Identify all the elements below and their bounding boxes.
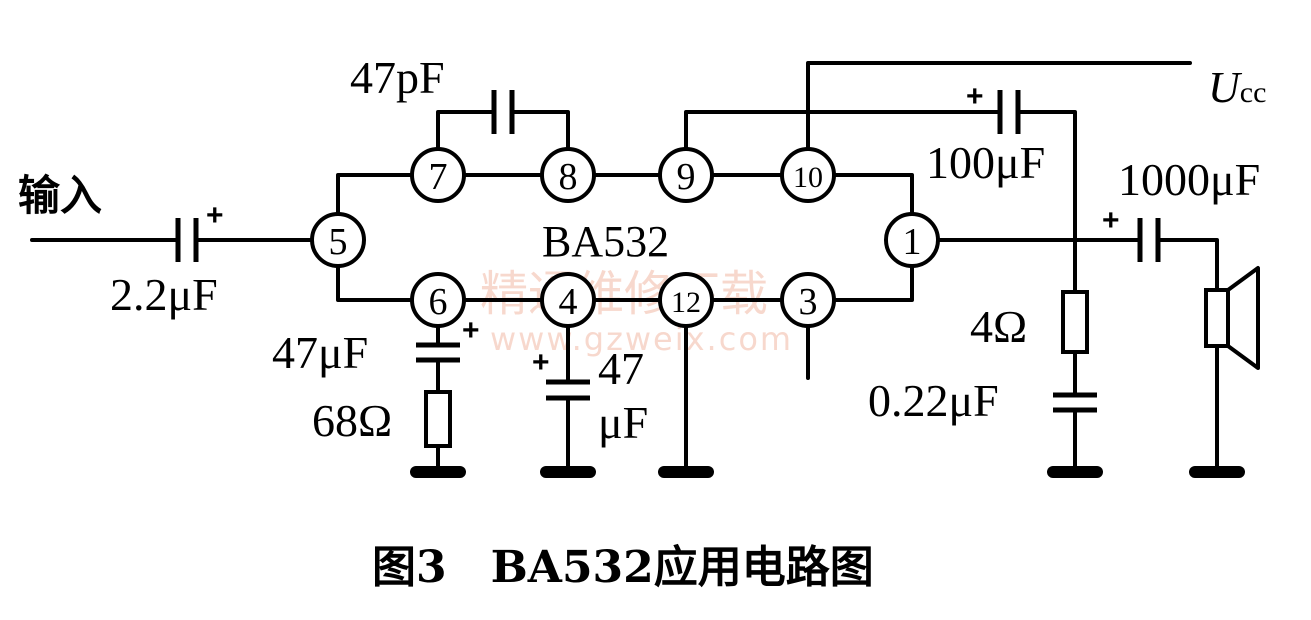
input-capacitor: [175, 218, 199, 262]
supply-label: Ucc: [1208, 63, 1266, 112]
pin-7-label: 7: [429, 156, 448, 198]
pin-3: 3: [780, 272, 836, 328]
pin6-resistor-value: 68Ω: [312, 395, 392, 446]
pin-1: 1: [884, 212, 940, 268]
output-cap-polarity: +: [1102, 204, 1120, 237]
zobel-cap-value: 0.22μF: [868, 375, 999, 426]
zobel-capacitor: [1053, 392, 1097, 413]
pin4-capacitor: [546, 379, 590, 401]
pin-9: 9: [658, 147, 714, 203]
pin-6-label: 6: [429, 281, 448, 323]
feedback-right-wire: [510, 110, 570, 151]
zobel-resistor-value: 4Ω: [970, 301, 1027, 352]
input-label: 输入: [18, 171, 102, 220]
ic-pins: 7 8 9 10 5 1 6 4: [310, 147, 940, 328]
pin6-resistor: [424, 390, 452, 448]
bootstrap-cap-polarity: +: [966, 80, 984, 113]
pin6-capacitor: [416, 342, 460, 363]
bootstrap-capacitor: [997, 90, 1021, 134]
output-capacitor: [1137, 218, 1161, 262]
ground-symbols: [410, 466, 1245, 478]
speaker-icon: [1204, 266, 1260, 370]
pin-5: 5: [310, 212, 366, 268]
bootstrap-to-output-wire: [1016, 110, 1077, 242]
pin-9-label: 9: [677, 156, 696, 198]
supply-wire: [806, 61, 1192, 151]
pin-10: 10: [780, 147, 836, 203]
feedback-cap-value: 47pF: [350, 52, 445, 103]
watermark-line1: 精通维修下载: [480, 266, 768, 322]
feedback-left-wire: [436, 110, 496, 151]
pin-4-label: 4: [559, 281, 578, 323]
pin-8: 8: [540, 147, 596, 203]
pin-7: 7: [410, 147, 466, 203]
ground-icon: [658, 466, 714, 478]
pin-10-label: 10: [793, 161, 823, 194]
ground-icon: [540, 466, 596, 478]
pin5-to-pin7-wire: [336, 173, 414, 216]
pin-5-label: 5: [329, 221, 348, 263]
pin-4: 4: [540, 272, 596, 328]
output-cap-value: 1000μF: [1118, 154, 1260, 205]
pin6-cap-value: 47μF: [272, 327, 368, 378]
pin-1-label: 1: [903, 221, 922, 263]
pin5-to-pin6-wire: [336, 264, 414, 302]
pin3-to-pin1-wire: [832, 264, 914, 302]
zobel-resistor: [1061, 290, 1089, 354]
pin-12-label: 12: [671, 286, 701, 319]
pin10-to-pin1-wire: [832, 173, 914, 216]
input-cap-value: 2.2μF: [110, 269, 218, 320]
bootstrap-cap-value: 100μF: [926, 137, 1045, 188]
ground-icon: [410, 466, 466, 478]
pin4-cap-value: 47: [598, 343, 644, 394]
watermark-line2: www.gzweix.com: [490, 320, 793, 358]
ground-icon: [1047, 466, 1103, 478]
figure-caption: 图3 BA532应用电路图: [372, 542, 874, 593]
pin-6: 6: [410, 272, 466, 328]
pin4-cap-polarity: +: [532, 346, 550, 379]
pin6-cap-polarity: +: [462, 314, 480, 347]
capacitors: [175, 90, 1161, 413]
ground-icon: [1189, 466, 1245, 478]
ic-label: BA532: [542, 217, 669, 266]
wires: [30, 61, 1219, 472]
pin-3-label: 3: [799, 281, 818, 323]
output-cap-to-speaker-wire: [1156, 238, 1219, 292]
pin9-to-bootstrap-wire: [684, 110, 1002, 151]
pin-8-label: 8: [559, 156, 578, 198]
pin4-cap-unit: μF: [598, 397, 648, 448]
pin-12: 12: [658, 272, 714, 328]
watermark: 精通维修下载 www.gzweix.com: [480, 266, 793, 358]
input-cap-polarity: +: [206, 199, 224, 232]
feedback-capacitor: [491, 90, 515, 134]
